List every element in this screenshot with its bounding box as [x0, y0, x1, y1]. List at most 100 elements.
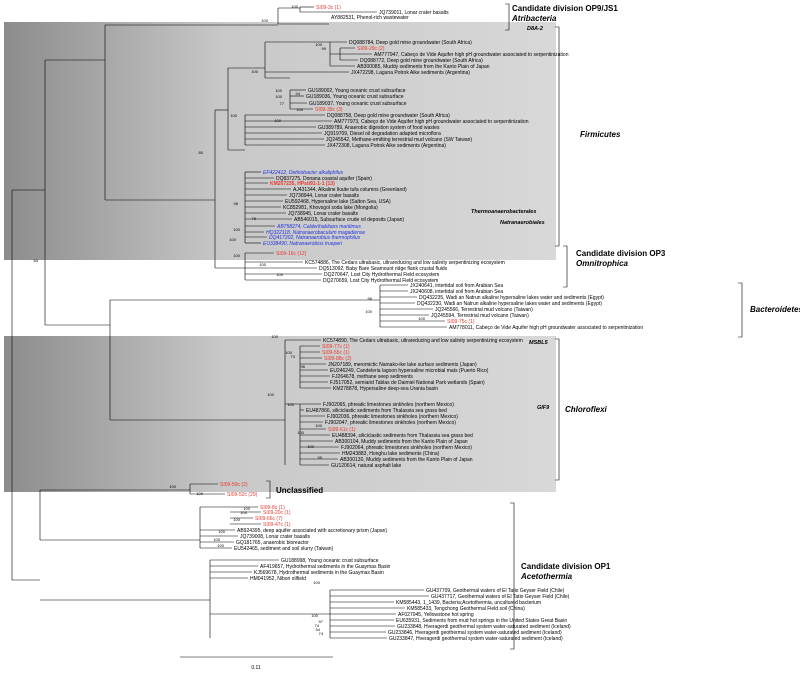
bootstrap-value: 100: [275, 88, 282, 93]
bootstrap-value: 100: [315, 423, 322, 428]
leaf-label: GU233846, Hveragerdi geothermal system w…: [388, 630, 562, 636]
leaf-label: GU437717, Geothermal waters of El Tatio …: [431, 594, 570, 600]
bracket-firmicutes: [555, 26, 560, 247]
bootstrap-value: 100: [418, 316, 425, 321]
bootstrap-value: 100: [213, 537, 220, 542]
leaf-label: HM041952, Nibori oilfield: [250, 576, 306, 582]
bracket-op9: [505, 3, 510, 31]
leaf-label: DQ088772, Deep gold mine groundwater (So…: [360, 58, 483, 64]
leaf-label: JX240641, intertidal soil from Arabian S…: [410, 283, 503, 289]
leaf-label: SI09-61c (1): [328, 427, 356, 433]
bootstrap-value: 100: [297, 430, 304, 435]
bootstrap-value: 100: [229, 237, 236, 242]
leaf-label: GU120614, natural asphalt lake: [331, 463, 402, 469]
bootstrap-value: 100: [267, 392, 274, 397]
bootstrap-value: 100: [218, 529, 225, 534]
leaf-label: SI09-88c (2): [324, 356, 352, 362]
bootstrap-value: 100: [315, 42, 322, 47]
bootstrap-value: 77: [280, 101, 285, 106]
leaf-label: JQ245542, Methane-emitting terrestrial m…: [326, 137, 472, 143]
leaf-label: GU189036, Young oceanic crust subsurface: [306, 94, 404, 100]
shade-firmicutes: [4, 22, 556, 260]
bootstrap-value: 74: [319, 631, 324, 636]
bootstrap-value: 100: [233, 227, 240, 232]
leaf-label: SI09-39c (3): [315, 107, 343, 113]
bootstrap-value: 100: [243, 506, 250, 511]
bootstrap-value: 100: [311, 613, 318, 618]
leaf-label: SI09-66c (7): [255, 516, 283, 522]
leaf-label: EU338490, Natranaerobius trueperi: [263, 241, 343, 247]
leaf-label: SI09-3c (1): [316, 5, 341, 11]
bootstrap-value: 96: [368, 296, 373, 301]
leaf-label: AB758274, Calderihabitans maritimus: [276, 224, 361, 230]
bootstrap-value: 100: [287, 402, 294, 407]
bootstrap-value: 100: [313, 580, 320, 585]
leaf-label: FJ902047, phreatic limestones sinkholes …: [325, 420, 456, 426]
leaf-label: DQ270647, Lost City Hydrothermal Field e…: [324, 272, 439, 278]
group-op1-line2: Acetothermia: [520, 572, 573, 581]
leaf-label: GU189002, Young oceanic crust subsurface: [308, 88, 406, 94]
leaf-label: DQ837275, Donana coastal aquifer (Spain): [276, 176, 372, 182]
tree-branches: [11, 6, 447, 639]
bootstrap-value: 100: [196, 491, 203, 496]
leaf-label: DQ088784, Deep gold mine groundwater (So…: [349, 40, 472, 46]
leaf-label: KM278878, Hypersaline deep-sea Urania ba…: [333, 386, 438, 392]
bracket-unclassified: [266, 480, 271, 499]
group-bacteroidetes: Bacteroidetes: [750, 305, 800, 314]
leaf-label: EU592468, Hypersaline lake (Salton Sea, …: [285, 199, 391, 205]
leaf-label: SI09-47c (1): [263, 522, 291, 528]
leaf-label: SI09-16c (12): [276, 251, 307, 257]
leaf-label: KM585433, Tengchong Geothermal Field soi…: [407, 606, 525, 612]
leaf-label: AB300104, Muddy sediments from the Kanto…: [335, 439, 468, 445]
leaf-label: DQ432235, Wadi an Natrun alkaline hypers…: [419, 295, 604, 301]
bracket-chloroflexi: [555, 338, 560, 481]
leaf-label: JX240608, intertidal soil from Arabian S…: [410, 289, 503, 295]
bootstrap-value: 80: [199, 150, 204, 155]
subgroup-d8a2: D8A-2: [527, 26, 543, 32]
subgroup-msbl5: MSBL5: [529, 340, 549, 346]
leaf-label: SI09-20c (1): [263, 510, 291, 516]
bootstrap-value: 100: [251, 69, 258, 74]
bootstrap-value: 100: [285, 350, 292, 355]
bootstrap-value: 100: [230, 113, 237, 118]
branch: [299, 7, 377, 13]
bootstrap-value: 94: [296, 91, 301, 96]
scale-label: 0.11: [251, 665, 261, 671]
shade-chloroflexi: [4, 336, 556, 492]
leaf-label: AB300130, Muddy sediments from the Kanto…: [340, 457, 473, 463]
leaf-label: DQ432230, Wadi an Natrun alkaline hypers…: [417, 301, 602, 307]
leaf-label: HM243883, Honghu lake sediments (China): [342, 451, 440, 457]
leaf-label: SI09-55c (1): [322, 350, 350, 356]
leaf-label: KJ569678, Hydrothermal sediments in the …: [254, 570, 384, 576]
bracket-op1: [510, 502, 515, 650]
leaf-label: JX472298, Laguna Potrok Aike sediments (…: [351, 70, 470, 76]
leaf-label: AF419657, Hydrothermal sediments in the …: [260, 564, 391, 570]
bracket-bacteroidetes: [738, 282, 743, 338]
leaf-label: FJ902064, phreatic limestones sinkholes …: [341, 445, 472, 451]
leaf-label: DQ513092, Baby Bare Seamount ridge flank…: [319, 266, 448, 272]
leaf-label: DQ270659, Lost City Hydrothermal Field e…: [323, 278, 438, 284]
group-op9-line1: Candidate division OP9/JS1: [512, 4, 618, 13]
leaf-label: AJ431344, Alkaline Ikaite tufa columns (…: [293, 187, 407, 193]
leaf-label: SI09-29c (2): [357, 46, 385, 52]
leaf-label: EU542465, sediment and soil slurry (Taiw…: [234, 546, 334, 552]
leaf-label: JQ738944, Lonar crater basalts: [289, 193, 360, 199]
leaf-label: JQ919709, Diesel oil degradation adapted…: [324, 131, 441, 137]
leaf-label: AM778011, Cabeço de Vide Aquifer high pH…: [449, 325, 643, 331]
group-op1-line1: Candidate division OP1: [521, 562, 611, 571]
bootstrap-value: 100: [233, 253, 240, 258]
leaf-label: EU488394, siliciclastic sediments from T…: [332, 433, 473, 439]
leaf-label: AM777973, Cabeço de Vide Aquifer high pH…: [334, 119, 529, 125]
bootstrap-value: 99: [322, 46, 327, 51]
leaf-label: GU189037, Young oceanic crust subsurface: [309, 101, 407, 107]
leaf-label: KC574890, The Cedars ultrabasic, ultrare…: [323, 338, 523, 344]
bootstrap-value: 83: [34, 258, 39, 263]
leaf-label: SI09-75c (1): [447, 319, 475, 325]
leaf-label: EU487866, siliciclastic sediments from T…: [306, 408, 447, 414]
leaf-label: EU246249, Candeleria lagoon hypersaline …: [330, 368, 489, 374]
leaf-label: SI09-77c (1): [322, 344, 350, 350]
leaf-label: KM207235, HPsti91-1-1 (13): [270, 181, 335, 187]
leaf-label: HQ322118, Natranaerobaculum magadiense: [266, 230, 365, 236]
bootstrap-value: 96: [301, 364, 306, 369]
